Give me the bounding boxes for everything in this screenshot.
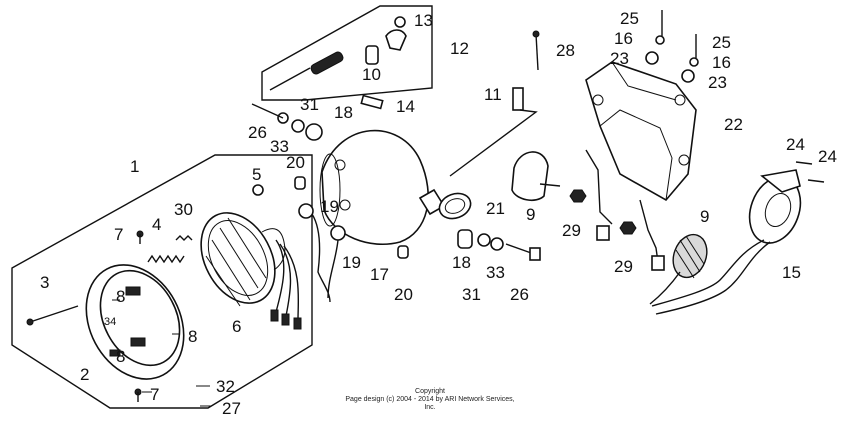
label-27: 27 — [222, 399, 241, 418]
copyright-label: Copyright — [415, 388, 445, 395]
indicator-case-lower — [649, 233, 708, 305]
bulb-13 — [385, 16, 407, 51]
label-9-lower: 9 — [700, 207, 709, 226]
label-31-upper: 31 — [300, 95, 319, 114]
label-11: 11 — [484, 85, 502, 104]
socket-19-lower — [327, 225, 346, 299]
label-29-right: 29 — [614, 257, 633, 276]
label-20-upper: 20 — [286, 153, 305, 172]
label-23-left: 23 — [610, 49, 629, 68]
label-7-lower: 7 — [150, 385, 159, 404]
label-8-a: 8 — [116, 287, 125, 306]
washer-16-right — [689, 57, 699, 67]
label-28: 28 — [556, 41, 575, 60]
label-12: 12 — [450, 39, 469, 58]
headlight-bracket — [585, 61, 697, 271]
headlight-case — [319, 129, 446, 246]
washer-31-lower — [477, 233, 491, 247]
label-24-left: 24 — [786, 135, 805, 154]
headlight-ring-21 — [438, 192, 472, 220]
bolt-11 — [449, 87, 538, 177]
bolt-24-right — [807, 179, 825, 183]
label-25-right: 25 — [712, 33, 731, 52]
label-16-right: 16 — [712, 53, 731, 72]
label-24-right: 24 — [818, 147, 837, 166]
washer-31-upper — [291, 119, 305, 133]
label-22: 22 — [724, 115, 743, 134]
collar-18-upper — [305, 123, 323, 141]
label-25-left: 25 — [620, 9, 639, 28]
label-21: 21 — [486, 199, 505, 218]
label-7-upper: 7 — [114, 225, 123, 244]
label-33-lower: 33 — [486, 263, 505, 282]
socket-19-upper — [298, 203, 331, 303]
nut-23-left — [645, 51, 659, 65]
label-20-lower: 20 — [394, 285, 413, 304]
label-18-lower: 18 — [452, 253, 471, 272]
collar-18-lower — [457, 229, 473, 249]
label-23-right: 23 — [708, 73, 727, 92]
label-2: 2 — [80, 365, 89, 384]
label-32: 32 — [216, 377, 235, 396]
screw-30 — [175, 235, 193, 241]
nut-23-right — [681, 69, 695, 83]
nut-5 — [252, 184, 264, 196]
toolkit-12-bracket — [261, 5, 433, 101]
copyright-text: Page design (c) 2004 - 2014 by ARI Netwo… — [345, 396, 515, 411]
label-30: 30 — [174, 200, 193, 219]
grommet-20-lower — [397, 245, 409, 259]
screwdriver — [269, 51, 344, 91]
label-1: 1 — [130, 157, 139, 176]
label-14: 14 — [396, 97, 415, 116]
headlight-rim — [85, 264, 185, 380]
label-6: 6 — [232, 317, 241, 336]
label-34: 34 — [104, 316, 116, 328]
label-10: 10 — [362, 65, 381, 84]
sealed-beam-unit — [200, 212, 286, 307]
label-14 — [360, 94, 384, 110]
nut-29-left — [569, 189, 587, 203]
label-16-left: 16 — [614, 29, 633, 48]
copyright-footer: Copyright Page design (c) 2004 - 2014 by… — [340, 388, 520, 412]
grommet-20-upper — [294, 176, 306, 190]
beam-unit-wires — [270, 239, 302, 330]
adjusting-spring — [147, 254, 185, 264]
label-31-lower: 31 — [462, 285, 481, 304]
nut-29-right — [619, 221, 637, 235]
label-3: 3 — [40, 273, 49, 292]
label-26-lower: 26 — [510, 285, 529, 304]
fuse-10 — [365, 45, 379, 65]
label-19-upper: 19 — [320, 197, 339, 216]
label-4: 4 — [152, 215, 161, 234]
label-17: 17 — [370, 265, 389, 284]
bolt-26-lower — [505, 243, 541, 261]
washer-33-lower — [490, 237, 504, 251]
label-29-left: 29 — [562, 221, 581, 240]
label-15: 15 — [782, 263, 801, 282]
bolt-24-left — [795, 161, 813, 165]
assembly-1-bracket — [11, 154, 313, 409]
label-13: 13 — [414, 11, 433, 30]
label-8-b: 8 — [188, 327, 197, 346]
label-8-c: 8 — [116, 347, 125, 366]
indicator-case-upper — [511, 151, 561, 202]
label-5: 5 — [252, 165, 261, 184]
leader-lines — [112, 299, 212, 407]
horn — [651, 169, 802, 315]
adjusting-screw-3 — [26, 305, 79, 326]
label-18-upper: 18 — [334, 103, 353, 122]
bolt-28 — [535, 33, 539, 71]
washer-16-left — [655, 35, 665, 45]
label-19-lower: 19 — [342, 253, 361, 272]
label-9-upper: 9 — [526, 205, 535, 224]
label-33-upper: 33 — [270, 137, 289, 156]
label-26-upper: 26 — [248, 123, 267, 142]
